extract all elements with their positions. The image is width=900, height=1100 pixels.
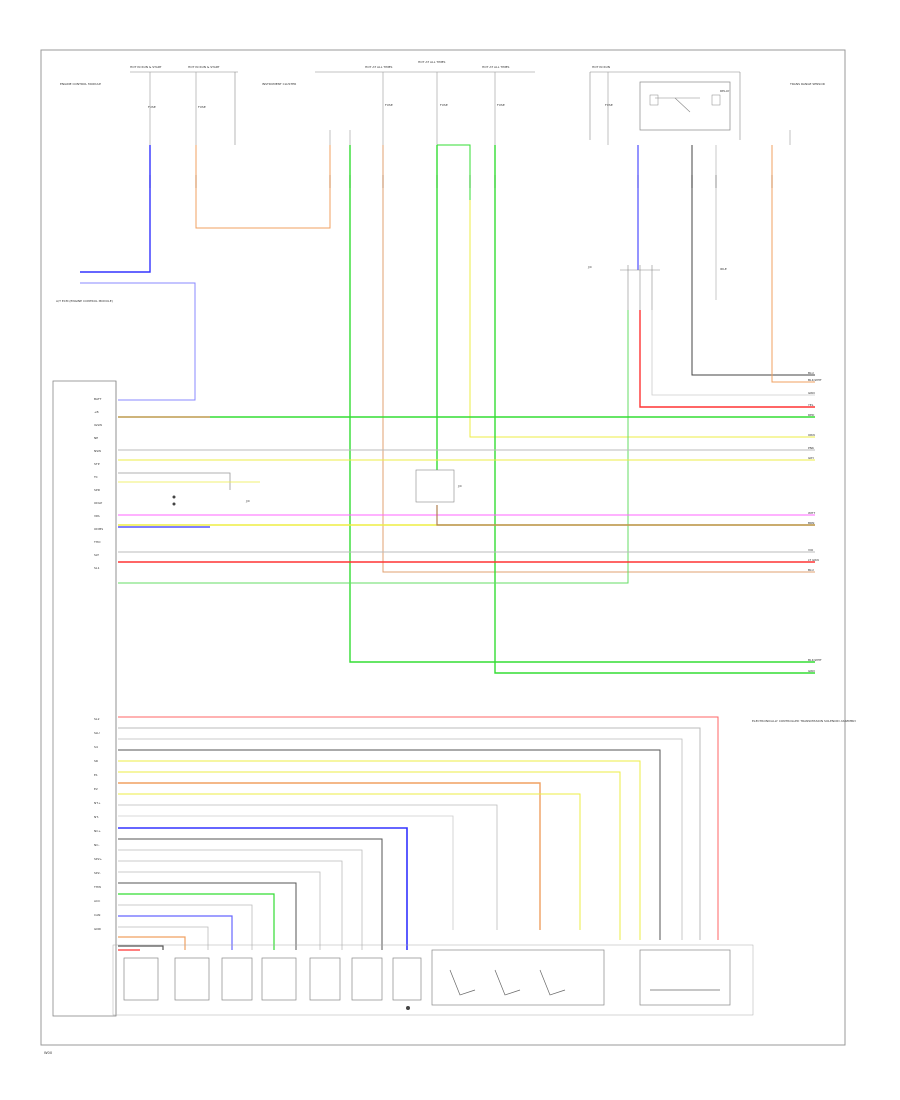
pin-label: STP xyxy=(94,462,100,466)
label-fuse-a: FUSE xyxy=(148,105,156,109)
pin-label: NC- xyxy=(94,843,99,847)
pin-label: NT- xyxy=(94,815,99,819)
label-hot-all-times-3: HOT AT ALL TIMES xyxy=(482,65,510,69)
label-hot-in-run: HOT IN RUN xyxy=(592,65,610,69)
pin-label: BATT xyxy=(94,397,102,401)
label-jc-upper: J/C xyxy=(245,499,250,503)
label-hot-all-times-2: HOT AT ALL TIMES xyxy=(418,60,446,64)
top-wires xyxy=(80,144,815,674)
pin-label: SL2 xyxy=(94,717,100,721)
label-fuse-f: FUSE xyxy=(605,103,613,107)
wire-end-label: GRN xyxy=(808,391,815,395)
pin-label: NC+ xyxy=(94,829,101,833)
footer-code: W00 xyxy=(44,1051,53,1055)
fuse-stubs xyxy=(149,72,791,145)
switch-contacts xyxy=(449,969,720,996)
solenoid-components xyxy=(112,944,754,1016)
wire-end-label: RED xyxy=(808,413,815,417)
pin-label: +B xyxy=(94,410,99,414)
label-hot-run-start-1: HOT IN RUN & START xyxy=(130,65,162,69)
pin-label: NSW xyxy=(94,449,101,453)
label-jc-right: J/C xyxy=(587,265,592,269)
pin-label: GND xyxy=(94,927,102,931)
label-fuse-c: FUSE xyxy=(385,103,393,107)
pin-label: E1 xyxy=(94,773,98,777)
middle-wires xyxy=(118,416,815,563)
wire-end-label: GRN xyxy=(808,669,815,673)
pin-label: SP2- xyxy=(94,871,101,875)
pin-label: THO xyxy=(93,540,101,544)
pin-label: SP2+ xyxy=(94,857,103,861)
label-trans-range-sensor: TRANS RANGE SENSOR xyxy=(789,82,825,86)
label-fuse-e: FUSE xyxy=(497,103,505,107)
label-hot-run-start-2: HOT IN RUN & START xyxy=(188,65,220,69)
junction-right: J/C IDLE xyxy=(587,265,727,310)
pin-label: VPA xyxy=(94,514,101,518)
left-module-box xyxy=(52,380,117,1017)
pin-label: SL1 xyxy=(94,566,100,570)
junction-mid-box xyxy=(415,469,455,503)
wire-end-label: VIO xyxy=(808,548,814,552)
pin-label: ODLP xyxy=(94,501,102,505)
wire-end-label: WHT xyxy=(808,511,815,515)
label-fuse-b: FUSE xyxy=(198,105,206,109)
label-idle: IDLE xyxy=(720,267,727,271)
wire-end-label: BLU xyxy=(808,568,814,572)
right-block-title: ELECTRONICALLY CONTROLLED TRANSMISSION S… xyxy=(752,719,856,723)
pin-label: SLU xyxy=(94,731,100,735)
left-module-pins: BATT +B IGSW NE NSW STP TC SPD ODLP VPA ODMS THO SLT… xyxy=(93,397,103,931)
pin-label: CAN xyxy=(94,913,100,917)
pin-label: TC xyxy=(93,475,98,479)
wire-end-label: YEL xyxy=(808,403,814,407)
pin-label: SLT xyxy=(94,553,99,557)
pin-label: SR xyxy=(94,759,98,763)
label-instrument-cluster: INSTRUMENT CLUSTER xyxy=(262,82,296,86)
pin-label: IGSW xyxy=(94,423,102,427)
pin-label: NE xyxy=(94,436,98,440)
relay-box xyxy=(639,81,731,131)
pin-label: THW xyxy=(93,885,101,889)
wire-end-labels: BLU BLK/WHT GRN YEL RED ORN PNK GRY WHT BRN VIO LT … xyxy=(808,371,822,673)
label-engine-control: ENGINE CONTROL MODULE xyxy=(60,82,101,86)
wire-end-label: BLK/WHT xyxy=(808,658,822,662)
diagram-frame xyxy=(40,49,846,1046)
lower-wires xyxy=(118,716,719,951)
top-connectors xyxy=(149,175,773,188)
label-fuse-d: FUSE xyxy=(440,103,448,107)
wire-end-label: BRN xyxy=(808,521,814,525)
wire-end-label: GRY xyxy=(808,456,814,460)
pin-label: SPD xyxy=(94,488,101,492)
left-module-title: A/T ECM (ENGINE CONTROL MODULE) xyxy=(56,299,113,303)
label-jc-mid: J/C xyxy=(457,484,462,488)
pin-label: NT+ xyxy=(94,801,101,805)
wire-end-label: BLU xyxy=(808,371,814,375)
label-relay: RELAY xyxy=(720,89,730,93)
pin-label: ACC xyxy=(94,899,100,903)
wire-end-label: PNK xyxy=(808,446,815,450)
pin-label: S4 xyxy=(94,745,98,749)
wire-end-label: ORN xyxy=(808,433,815,437)
wire-end-label: BLK/WHT xyxy=(808,378,822,382)
pin-label: ODMS xyxy=(94,527,103,531)
wire-end-label: LT GRN xyxy=(808,558,819,562)
label-hot-all-times-1: HOT AT ALL TIMES xyxy=(365,65,393,69)
pin-label: E2 xyxy=(94,787,98,791)
